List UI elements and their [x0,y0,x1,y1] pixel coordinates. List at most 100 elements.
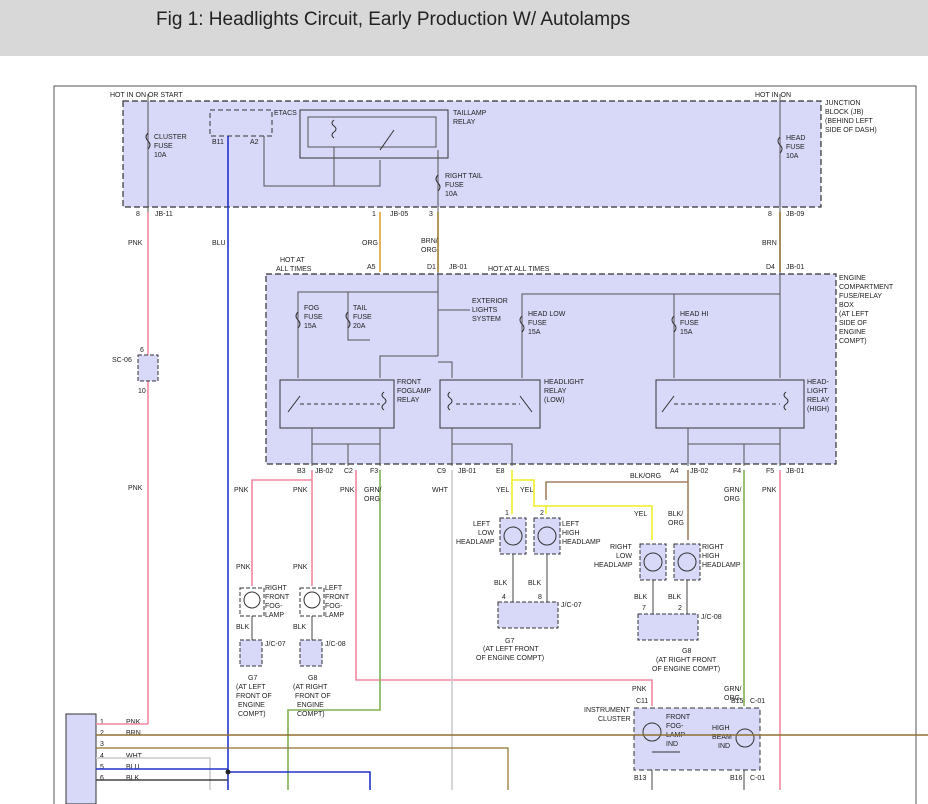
svg-text:10A: 10A [786,153,799,160]
label-g8-location: (AT RIGHT FRONT OF ENGINE COMPT) [652,657,720,673]
svg-text:ENGINE: ENGINE [297,702,324,709]
svg-text:20A: 20A [353,323,366,330]
svg-text:FRONT: FRONT [265,594,290,601]
label-wire-pnk-b: PNK [128,485,143,492]
label-left-front-foglamp: LEFT FRONT FOG- LAMP [325,585,350,619]
svg-text:LOW: LOW [616,553,632,560]
bus-d1 [379,355,438,378]
svg-text:ENGINE: ENGINE [238,702,265,709]
label-instrument-cluster: INSTRUMENT CLUSTER [584,707,631,723]
svg-text:LOW: LOW [478,530,494,537]
label-cluster-fuse: CLUSTER FUSE 10A [154,134,187,159]
label-head-low-fuse: HEAD LOW FUSE 15A [528,311,566,336]
svg-text:ORG: ORG [421,247,437,254]
svg-text:HEADLAMP: HEADLAMP [594,562,633,569]
svg-text:1: 1 [100,719,104,726]
label-head-hi-fuse: HEAD HI FUSE 15A [680,311,708,336]
svg-text:ORG: ORG [364,496,380,503]
svg-text:BOX: BOX [839,302,854,309]
svg-text:RIGHT: RIGHT [610,544,633,551]
label-left-low-headlamp: LEFT LOW HEADLAMP [456,521,495,546]
svg-text:PNK: PNK [340,487,355,494]
jc08-connector [637,613,699,641]
head-fuse-symbol [777,136,783,154]
svg-text:ORG: ORG [668,520,684,527]
engine-box-bottom-labels: B3 JB-02 C2 F3 C9 JB-01 E8 A4 JB-02 F4 F… [297,468,804,475]
high-beam-ind [735,728,755,748]
svg-text:A4: A4 [670,468,679,475]
taillamp-relay-switch [379,129,395,151]
svg-text:YEL: YEL [520,487,533,494]
svg-text:INSTRUMENT: INSTRUMENT [584,707,631,714]
svg-text:FUSE: FUSE [528,320,547,327]
label-pin-left-high-2: 2 [540,510,544,517]
svg-text:LEFT: LEFT [562,521,580,528]
wire-blk-org-branch [545,481,688,500]
svg-text:E8: E8 [496,468,505,475]
svg-text:JB-02: JB-02 [315,468,333,475]
svg-text:3: 3 [429,211,433,218]
svg-text:SIDE OF: SIDE OF [839,320,867,327]
svg-text:RELAY: RELAY [453,119,476,126]
wire-bottom-wht [96,757,211,790]
svg-text:HEAD LOW: HEAD LOW [528,311,566,318]
svg-text:CLUSTER: CLUSTER [154,134,187,141]
fog-relay-coil [381,391,387,411]
svg-text:HEADLAMP: HEADLAMP [702,562,741,569]
svg-text:HEAD-: HEAD- [807,379,829,386]
svg-text:BRN: BRN [126,730,141,737]
jc08b-connector [299,639,323,667]
svg-text:FUSE: FUSE [445,182,464,189]
label-front-foglamp-relay: FRONT FOGLAMP RELAY [397,379,432,404]
label-c01: C-01 [750,698,765,705]
label-wire-brn: BRN [762,240,777,247]
svg-text:BRN/: BRN/ [421,238,438,245]
instrument-cluster [633,707,761,771]
label-tail-fuse: TAIL FUSE 20A [353,305,372,330]
svg-text:LAMP: LAMP [325,612,344,619]
svg-text:IND: IND [666,741,678,748]
svg-text:(AT LEFT: (AT LEFT [236,684,266,691]
label-d1: D1 [427,264,436,271]
label-g8: G8 [682,648,691,655]
svg-text:RIGHT: RIGHT [265,585,288,592]
jc07b-connector [239,639,263,667]
svg-text:(LOW): (LOW) [544,397,565,404]
svg-text:RIGHT: RIGHT [702,544,725,551]
label-hot-at-all-times-1: HOT AT ALL TIMES [276,257,312,273]
wire-etacs-a2 [263,136,381,187]
left-fog-bulb [303,591,321,609]
label-b16: B16 [730,775,743,782]
svg-text:FRONT OF: FRONT OF [295,693,331,700]
svg-text:F4: F4 [733,468,741,475]
label-jc07b: J/C-07 [265,641,286,648]
label-right-low-headlamp: RIGHT LOW HEADLAMP [594,544,633,569]
taillamp-relay-inner [307,116,437,148]
svg-text:JB-05: JB-05 [390,211,408,218]
label-a2: A2 [250,139,259,146]
svg-text:FOG-: FOG- [265,603,283,610]
svg-text:IND: IND [718,743,730,750]
wire-bottom-grn [96,747,509,790]
svg-text:BLOCK (JB): BLOCK (JB) [825,109,864,116]
label-g8b: G8 (AT RIGHT FRONT OF ENGINE COMPT) [293,675,331,718]
svg-text:RELAY: RELAY [397,397,420,404]
svg-text:(AT LEFT FRONT: (AT LEFT FRONT [483,646,539,653]
tail-fuse-symbol [345,311,351,329]
svg-text:8: 8 [136,211,140,218]
label-b15: B15 [731,698,744,705]
figure-title: Fig 1: Headlights Circuit, Early Product… [156,9,631,30]
svg-text:BEAM: BEAM [712,734,732,741]
wire-bottom-blk-blu [228,771,371,790]
label-c01b: C-01 [750,775,765,782]
label-jc08: J/C-08 [701,614,722,621]
label-a5: A5 [367,264,376,271]
label-g7-location: (AT LEFT FRONT OF ENGINE COMPT) [476,646,544,662]
label-sc06-pin6: 6 [140,347,144,354]
svg-text:HEAD HI: HEAD HI [680,311,708,318]
svg-text:(BEHIND LEFT: (BEHIND LEFT [825,118,874,125]
wire-grn-org-f3 [287,470,381,790]
label-ic-pnk: PNK [632,686,647,693]
svg-text:HOT AT: HOT AT [280,257,305,264]
